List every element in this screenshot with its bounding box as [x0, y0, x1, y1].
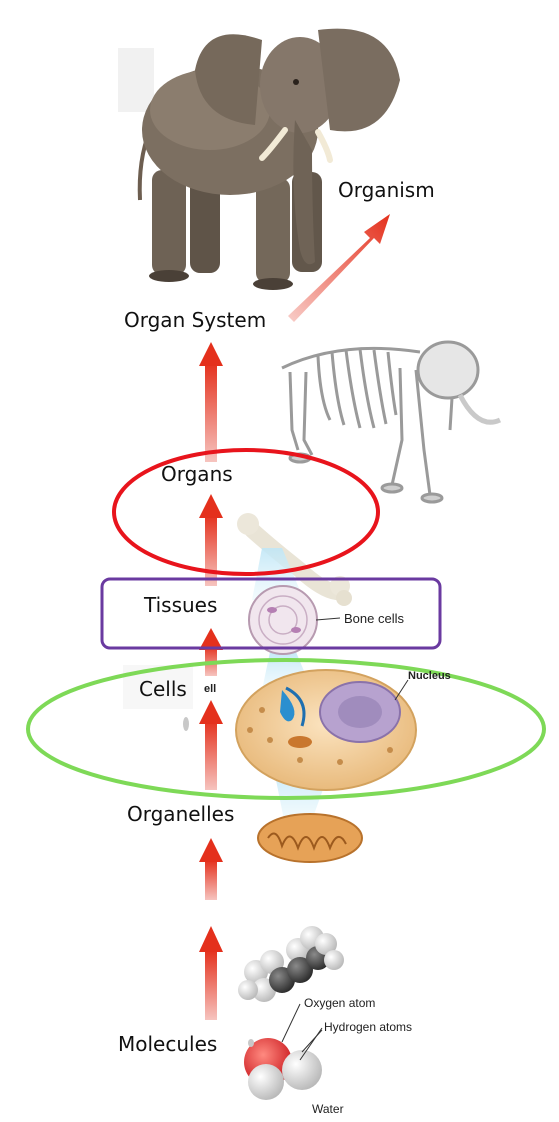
callout-cell-fragment: ell	[204, 683, 216, 695]
organs-highlight-oval	[114, 450, 378, 574]
callout-hydrogen-atoms: Hydrogen atoms	[324, 1020, 412, 1034]
level-label-organs: Organs	[161, 462, 233, 486]
arrow-to-organelles	[199, 838, 223, 900]
mitochondrion-illustration	[258, 814, 362, 862]
arrow-to-organ-system	[199, 342, 223, 462]
stray-mark	[183, 717, 189, 731]
arrow-to-molecules	[199, 926, 223, 1020]
skeleton-illustration	[282, 342, 500, 502]
callout-nucleus: Nucleus	[408, 670, 460, 682]
arrow-to-cells	[199, 700, 223, 790]
callout-oxygen-atom: Oxygen atom	[304, 996, 375, 1010]
callout-bone-cells: Bone cells	[344, 611, 404, 626]
arrow-to-tissues	[199, 628, 223, 676]
water-molecule	[244, 1004, 322, 1100]
level-label-organ-system: Organ System	[124, 308, 266, 332]
level-label-cells: Cells	[139, 677, 187, 701]
level-label-tissues: Tissues	[144, 593, 217, 617]
hydrocarbon-molecule	[238, 926, 344, 1002]
stray-mark	[248, 1039, 254, 1047]
level-label-molecules: Molecules	[118, 1032, 217, 1056]
level-label-organelles: Organelles	[127, 802, 234, 826]
elephant-backdrop	[118, 48, 154, 112]
callout-water: Water	[312, 1102, 344, 1116]
cell-illustration	[236, 670, 416, 790]
level-label-organism: Organism	[338, 178, 435, 202]
